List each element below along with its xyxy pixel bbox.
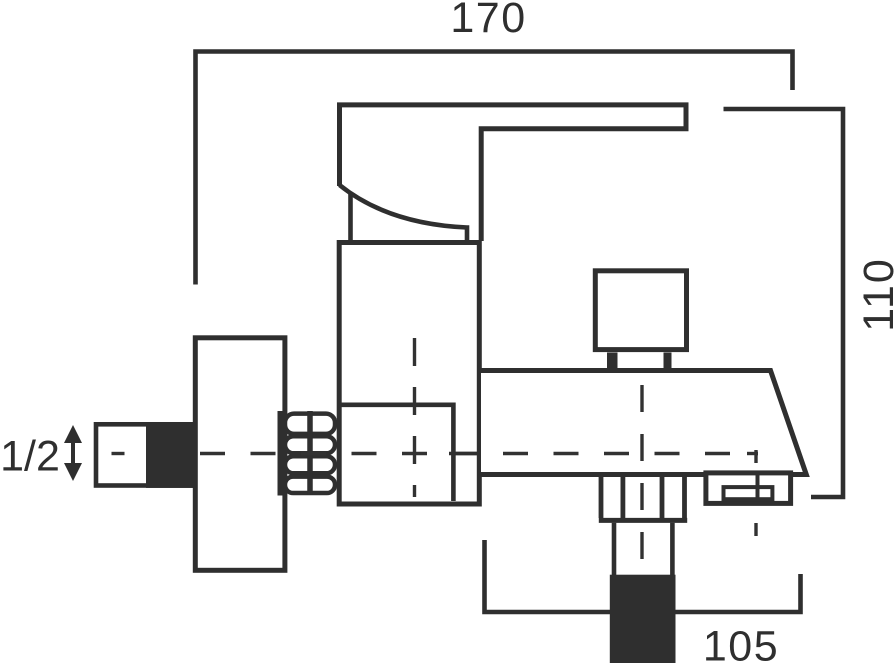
- svg-text:110: 110: [855, 257, 896, 332]
- svg-text:105: 105: [703, 623, 779, 666]
- svg-text:170: 170: [450, 0, 526, 42]
- svg-text:1/2: 1/2: [0, 433, 60, 481]
